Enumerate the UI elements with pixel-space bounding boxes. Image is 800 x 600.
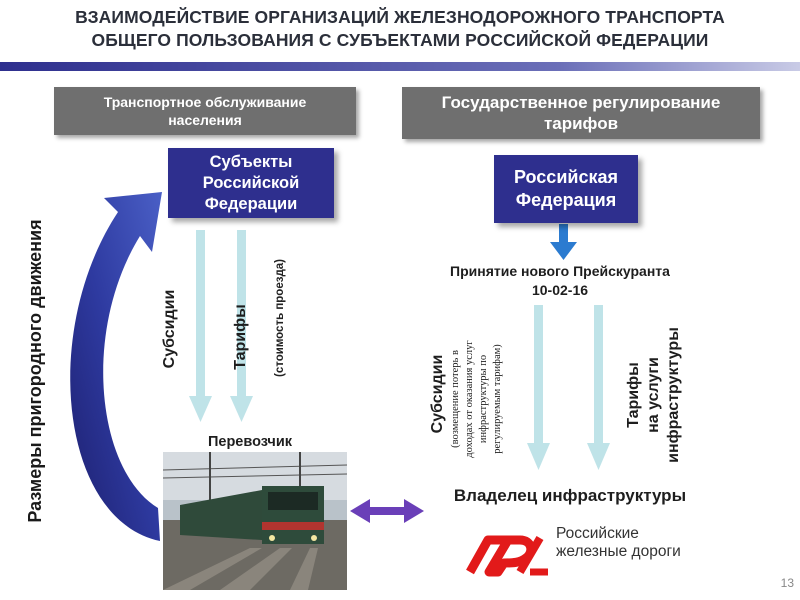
subsidies-label-right: Субсидии (429, 354, 446, 434)
tariffs-note-left: (стоимость проезда) (274, 259, 286, 377)
double-arrow (350, 499, 424, 523)
rf-down-arrow (550, 224, 577, 260)
subsidies-arrow-right (527, 305, 550, 470)
train-photo (162, 452, 348, 590)
curved-arrow (70, 192, 162, 541)
slide-title: ВЗАИМОДЕЙСТВИЕ ОРГАНИЗАЦИЙ ЖЕЛЕЗНОДОРОЖН… (75, 7, 725, 50)
rzd-name-text: Российские железные дороги (556, 525, 681, 560)
subsidies-label-left: Субсидии (161, 289, 178, 369)
tariffs-label-left: Тарифы (232, 304, 249, 370)
page-number: 13 (780, 576, 794, 590)
infrastructure-owner-label: Владелец инфраструктуры (453, 486, 687, 505)
subjects-rf-box: Субъекты Российской Федерации (168, 148, 334, 218)
subsidies-arrow-left (189, 230, 212, 422)
subsidies-note-right: (возмещение потерь в доходах от оказания… (450, 340, 503, 458)
tariffs-infrastructure-label: Тарифы на услуги инфраструктуры (625, 327, 682, 463)
tariffs-arrow-right (587, 305, 610, 470)
carrier-label: Перевозчик (207, 434, 293, 450)
pricelist-label: Принятие нового Прейскуранта 10-02-16 (450, 263, 670, 298)
tariffs-arrow-left (230, 230, 253, 422)
russian-federation-box: Российская Федерация (494, 155, 638, 223)
rzd-logo-icon (466, 535, 548, 577)
header-rule (0, 62, 800, 71)
right-header-box: Государственное регулирование тарифов (402, 87, 760, 139)
left-header-box: Транспортное обслуживание населения (54, 87, 356, 135)
suburban-traffic-label: Размеры пригородного движения (25, 219, 45, 523)
